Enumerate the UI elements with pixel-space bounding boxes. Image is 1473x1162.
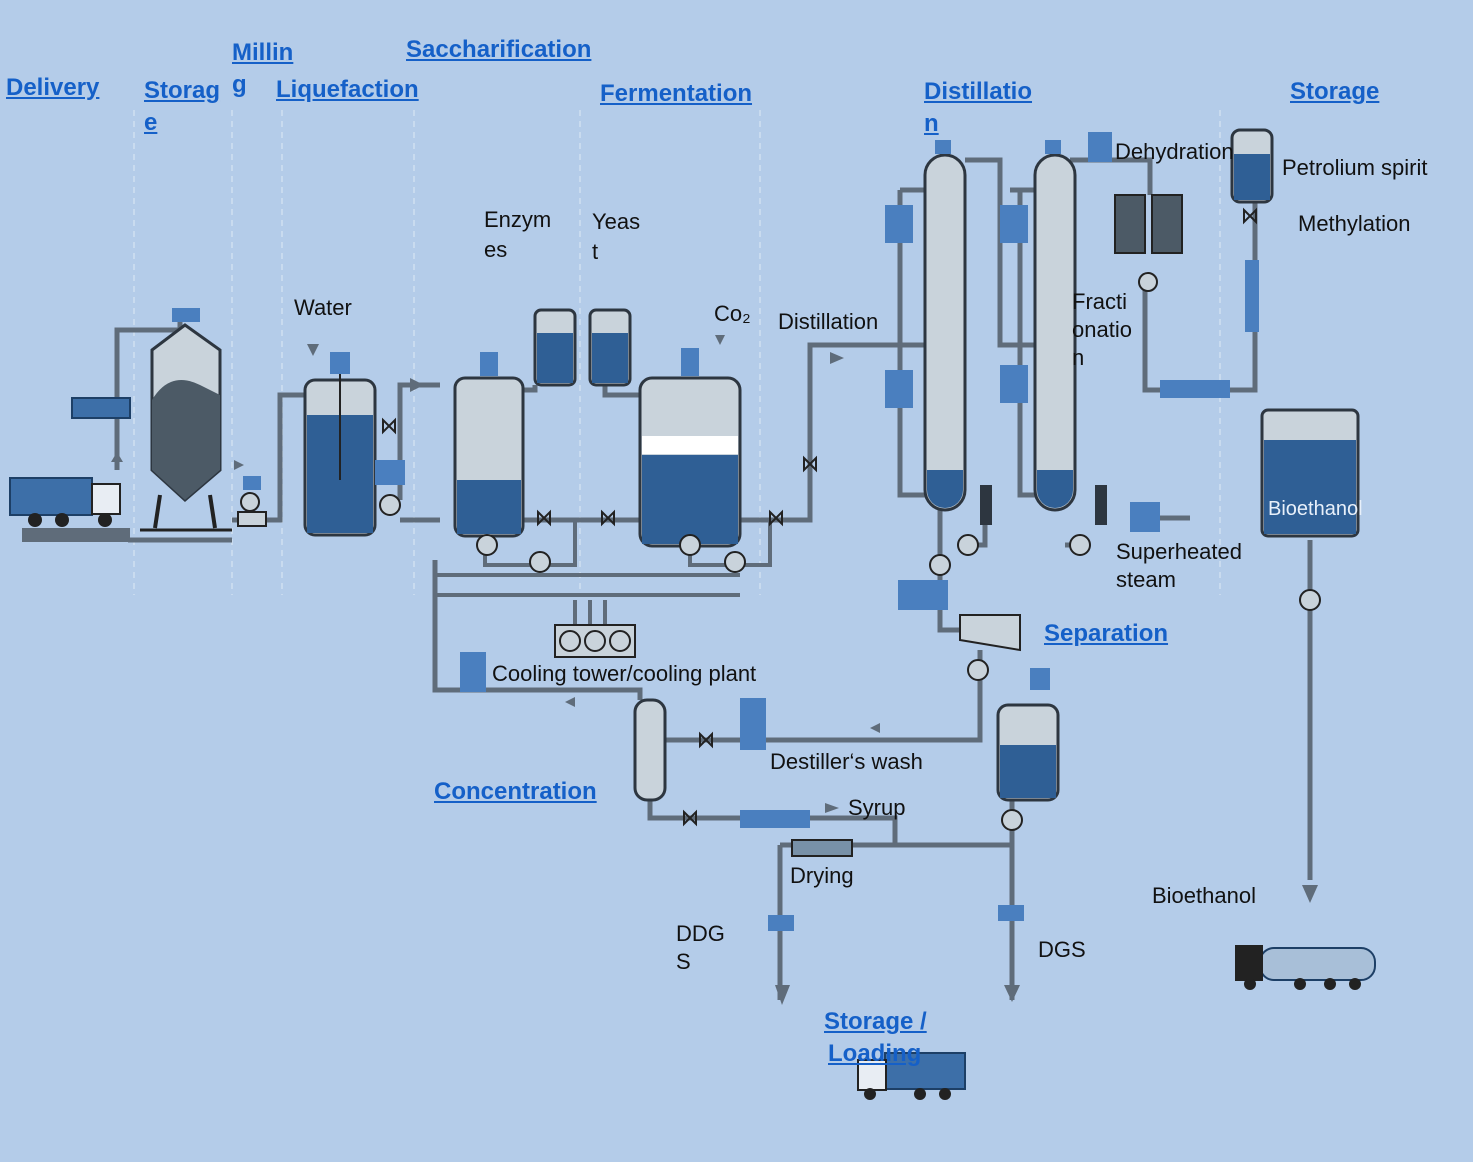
cooling-fan-icon — [555, 625, 635, 657]
label-enzymes-part1: Enzym — [484, 206, 551, 234]
stage-distillation-part1[interactable]: Distillatio — [924, 76, 1032, 108]
label-superheated-steam-part1: Superheated — [1116, 538, 1242, 566]
mill-icon — [238, 476, 266, 526]
label-bioethanol: Bioethanol — [1152, 882, 1256, 910]
label-fractionation-part3: n — [1072, 344, 1084, 372]
stage-concentration[interactable]: Concentration — [434, 776, 597, 808]
stage-delivery[interactable]: Delivery — [6, 72, 99, 104]
stage-storage-raw-part2[interactable]: e — [144, 107, 157, 139]
label-water: Water — [294, 294, 352, 322]
label-distillation: Distillation — [778, 308, 878, 336]
label-yeast-part2: t — [592, 238, 598, 266]
enzyme-tank-icon — [535, 310, 575, 385]
liquefaction-tank-icon — [305, 352, 405, 535]
label-dgs: DGS — [1038, 936, 1086, 964]
label-distillers-wash: Destiller‘s wash — [770, 748, 923, 776]
petroleum-spirit-tank-icon — [1232, 130, 1272, 332]
label-drying: Drying — [790, 862, 854, 890]
fermentation-tank-icon — [640, 348, 745, 572]
stage-storage-product[interactable]: Storage — [1290, 76, 1379, 108]
label-ddgs-part2: S — [676, 948, 691, 976]
silo-icon — [140, 308, 232, 530]
label-co2: Co₂ — [714, 300, 751, 328]
stage-storage-loading-part2[interactable]: Loading — [828, 1038, 921, 1070]
label-syrup: Syrup — [848, 794, 905, 822]
tanker-truck-icon — [1235, 945, 1375, 990]
stage-saccharification[interactable]: Saccharification — [406, 34, 591, 66]
label-enzymes-part2: es — [484, 236, 507, 264]
label-petroleum-spirit: Petrolium spirit — [1282, 154, 1427, 182]
label-cooling-tower: Cooling tower/cooling plant — [492, 660, 756, 688]
stage-milling-part1[interactable]: Millin — [232, 37, 293, 69]
decanter-icon — [898, 580, 1020, 680]
label-methylation: Methylation — [1298, 210, 1411, 238]
label-bioethanol-tank: Bioethanol — [1268, 495, 1363, 523]
delivery-truck-icon — [10, 478, 130, 542]
stage-fermentation[interactable]: Fermentation — [600, 78, 752, 110]
label-ddgs-part1: DDG — [676, 920, 725, 948]
separation-tank-icon — [998, 668, 1058, 830]
label-superheated-steam-part2: steam — [1116, 566, 1176, 594]
yeast-tank-icon — [590, 310, 630, 385]
stage-storage-raw-part1[interactable]: Storag — [144, 75, 220, 107]
label-fractionation-part1: Fracti — [1072, 288, 1127, 316]
label-fractionation-part2: onatio — [1072, 316, 1132, 344]
stage-storage-loading-part1[interactable]: Storage / — [824, 1006, 927, 1038]
label-dehydration: Dehydration — [1115, 138, 1234, 166]
stage-distillation-part2[interactable]: n — [924, 108, 939, 140]
stage-milling-part2[interactable]: g — [232, 69, 247, 101]
label-yeast-part1: Yeas — [592, 208, 640, 236]
stage-liquefaction[interactable]: Liquefaction — [276, 74, 419, 106]
stage-separation[interactable]: Separation — [1044, 618, 1168, 650]
conveyor-icon — [72, 398, 130, 418]
